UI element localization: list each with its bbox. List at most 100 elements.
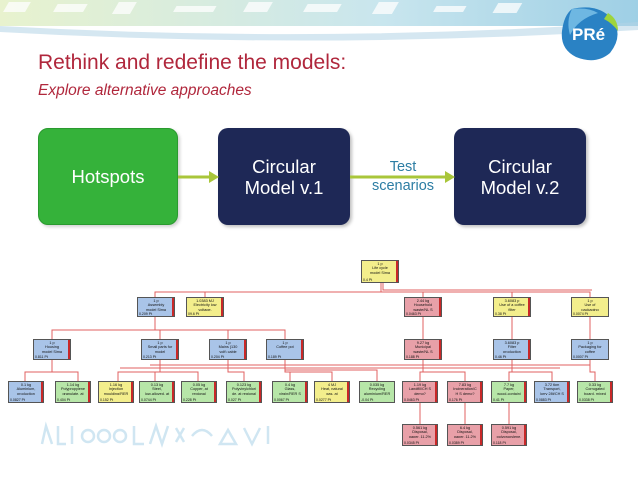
impact-bar xyxy=(480,382,482,402)
impact-bar xyxy=(435,382,437,402)
tree-node-text: 2.44 kg Household waste/NL S xyxy=(413,299,433,311)
tree-node-text: 0.561 kg Disposal, paper, 11.2% xyxy=(408,426,432,438)
tree-node-value: 0.0463 Pt xyxy=(404,397,419,402)
slide-title: Rethink and redefine the models: xyxy=(38,51,347,74)
impact-bar xyxy=(259,382,261,402)
impact-bar xyxy=(524,425,526,445)
tree-node-value: 0.0067 Pt xyxy=(274,397,289,402)
tree-node-value: 0.811 Pt xyxy=(35,354,48,359)
tree-node-text: 7.83 kg Incineration/C H S demo? xyxy=(453,383,477,395)
tree-node: 2.44 kg Household waste/NL S 0.0463 Pt xyxy=(404,297,442,317)
impact-bar xyxy=(524,382,526,402)
tree-node: 1 p Use of packaging 0.0074 Pt xyxy=(571,297,609,317)
impact-bar xyxy=(480,425,482,445)
tree-node-value: 0.0389 Pt xyxy=(449,440,464,445)
pre-logo: PRé xyxy=(558,5,626,65)
tree-node: 4 MJ Heat, natural gas, at 0.0277 Pt xyxy=(314,381,350,403)
hotspots-label: Hotspots xyxy=(71,166,145,187)
tree-node-text: 7.7 kg Paper, wood-containi xyxy=(497,383,521,395)
impact-bar xyxy=(528,340,530,359)
hotspots-box: Hotspots xyxy=(38,128,178,225)
tree-node-text: 3.72 tkm Transport, lorry 28t/CH S xyxy=(540,383,564,395)
tree-node-value: 0.0345 Pt xyxy=(404,440,419,445)
tree-node: 1.16 kg Injection moulding/RER 0.152 Pt xyxy=(98,381,134,403)
pre-logo-icon xyxy=(561,7,618,61)
tree-node-value: 0.0827 Pt xyxy=(10,397,25,402)
circular-model-v1-label: Circular Model v.1 xyxy=(244,155,324,198)
circular-model-v2-label: Circular Model v.2 xyxy=(480,155,560,198)
impact-bar xyxy=(68,340,70,359)
impact-bar xyxy=(221,298,223,316)
impact-bar xyxy=(528,298,530,316)
tree-node: 7.83 kg Incineration/C H S demo? 0.176 P… xyxy=(447,381,483,403)
impact-bar xyxy=(435,425,437,445)
circular-model-v1-box: Circular Model v.1 xyxy=(218,128,350,225)
tree-node: 1 p Small parts for model 0.213 Pt xyxy=(141,339,179,360)
impact-bar xyxy=(301,340,303,359)
tree-node: 3.6083 p Filter production 0.46 Pt xyxy=(493,339,531,360)
impact-bar xyxy=(214,382,216,402)
tree-node-value: 0.176 Pt xyxy=(449,397,463,402)
tree-node-value: 0.209 Pt xyxy=(139,311,153,316)
tree-node-value: 0.204 Pt xyxy=(211,354,225,359)
tree-node: 0.591 kg Disposal, polypropylene, 0.118 … xyxy=(491,424,527,446)
tree-node-value: 0.0007 Pt xyxy=(573,354,588,359)
arrow-hotspots-to-model-v1 xyxy=(178,171,219,183)
footer-decoration xyxy=(40,421,270,448)
tree-node: 1 p Coffee pot 0.189 Pt xyxy=(266,339,304,360)
tree-node-text: 0.33 kg Corrugated board, mixed xyxy=(584,383,606,395)
impact-bar xyxy=(610,382,612,402)
tree-node: 6.4 kg Disposal, paper, 11.2% 0.0389 Pt xyxy=(447,424,483,446)
tree-node-value: 0.404 Pt xyxy=(57,397,71,402)
tree-node: 1 p Mains (130 volt) cable 0.204 Pt xyxy=(209,339,247,360)
tree-node-text: 4 MJ Heat, natural gas, at xyxy=(321,383,343,395)
tree-node-value: 09.6 Pt xyxy=(188,311,200,316)
tree-node-value: 0.228 Pt xyxy=(183,397,197,402)
logo-text: PRé xyxy=(572,25,606,44)
tree-node-value: 0.188 Pt xyxy=(406,354,420,359)
tree-node-text: 0.05 kg Copper, at regional xyxy=(190,383,208,395)
tree-node-text: 0.591 kg Disposal, polypropylene, xyxy=(496,426,522,438)
tree-node-text: 0.13 kg Steel, low-alloyed, at xyxy=(144,383,170,395)
tree-node: 7.7 kg Paper, wood-containi 0.41 Pt xyxy=(491,381,527,403)
tree-node-text: 0.4 kg Glass, virgin/RER S xyxy=(279,383,301,395)
tree-node-text: 6.4 kg Disposal, paper, 11.2% xyxy=(453,426,477,438)
tree-node: 0.1 kg Aluminium, production 0.0827 Pt xyxy=(8,381,44,403)
tree-node-value: 0.0744 Pt xyxy=(141,397,156,402)
impact-bar xyxy=(131,382,133,402)
impact-bar xyxy=(567,382,569,402)
impact-bar xyxy=(88,382,90,402)
tree-node: 9.27 kg Municipal waste/NL S 0.188 Pt xyxy=(404,339,442,360)
tree-node-text: 1 p Use of packaging xyxy=(581,299,599,311)
tree-node: 3.6083 p Use of a coffee filter 0.38 Pt xyxy=(493,297,531,317)
impact-bar xyxy=(41,382,43,402)
tree-node-value: 0.027 Pt xyxy=(228,397,242,402)
tree-node-value: 0.41 Pt xyxy=(493,397,505,402)
tree-node-value: 0.4 Pt xyxy=(363,277,373,282)
tree-node: 1.0383 MJ Electricity low voltage, 09.6 … xyxy=(186,297,224,317)
impact-bar xyxy=(176,340,178,359)
tree-node-text: 1 p Housing model Sima xyxy=(41,341,63,353)
tree-node: 0.13 kg Steel, low-alloyed, at 0.0744 Pt xyxy=(139,381,175,403)
tree-node: 0.33 kg Corrugated board, mixed 0.0338 P… xyxy=(577,381,613,403)
tree-node-value: 0.152 Pt xyxy=(100,397,114,402)
tree-node: 1 p Assembly model Sima 0.209 Pt xyxy=(137,297,175,317)
tree-node-value: 0.189 Pt xyxy=(268,354,282,359)
tree-node-text: 3.6083 p Use of a coffee filter xyxy=(499,299,525,311)
tree-node-text: 1 p Life cycle model Sima xyxy=(369,262,391,274)
header-decoration xyxy=(0,0,638,41)
impact-bar xyxy=(396,261,398,282)
tree-node-value: 0.38 Pt xyxy=(495,311,507,316)
tree-node-root: 1 p Life cycle model Sima 0.4 Pt xyxy=(361,260,399,283)
tree-node-text: 0.123 kg Polyvinylchlori de, at regional xyxy=(231,383,257,395)
tree-node-text: 1 p Coffee pot xyxy=(276,341,294,350)
tree-node: 0.05 kg Copper, at regional 0.228 Pt xyxy=(181,381,217,403)
tree-node: 0.035 kg Recycling aluminium/RER -0.04 P… xyxy=(359,381,395,403)
slide-subtitle: Explore alternative approaches xyxy=(38,82,252,99)
impact-bar xyxy=(172,382,174,402)
tree-node: 0.561 kg Disposal, paper, 11.2% 0.0345 P… xyxy=(402,424,438,446)
tree-node-text: 1 p Mains (130 volt) cable xyxy=(218,341,238,353)
tree-node-value: 0.0338 Pt xyxy=(579,397,594,402)
tree-node-value: 0.0463 Pt xyxy=(406,311,421,316)
tree-node-value: -0.04 Pt xyxy=(361,397,374,402)
